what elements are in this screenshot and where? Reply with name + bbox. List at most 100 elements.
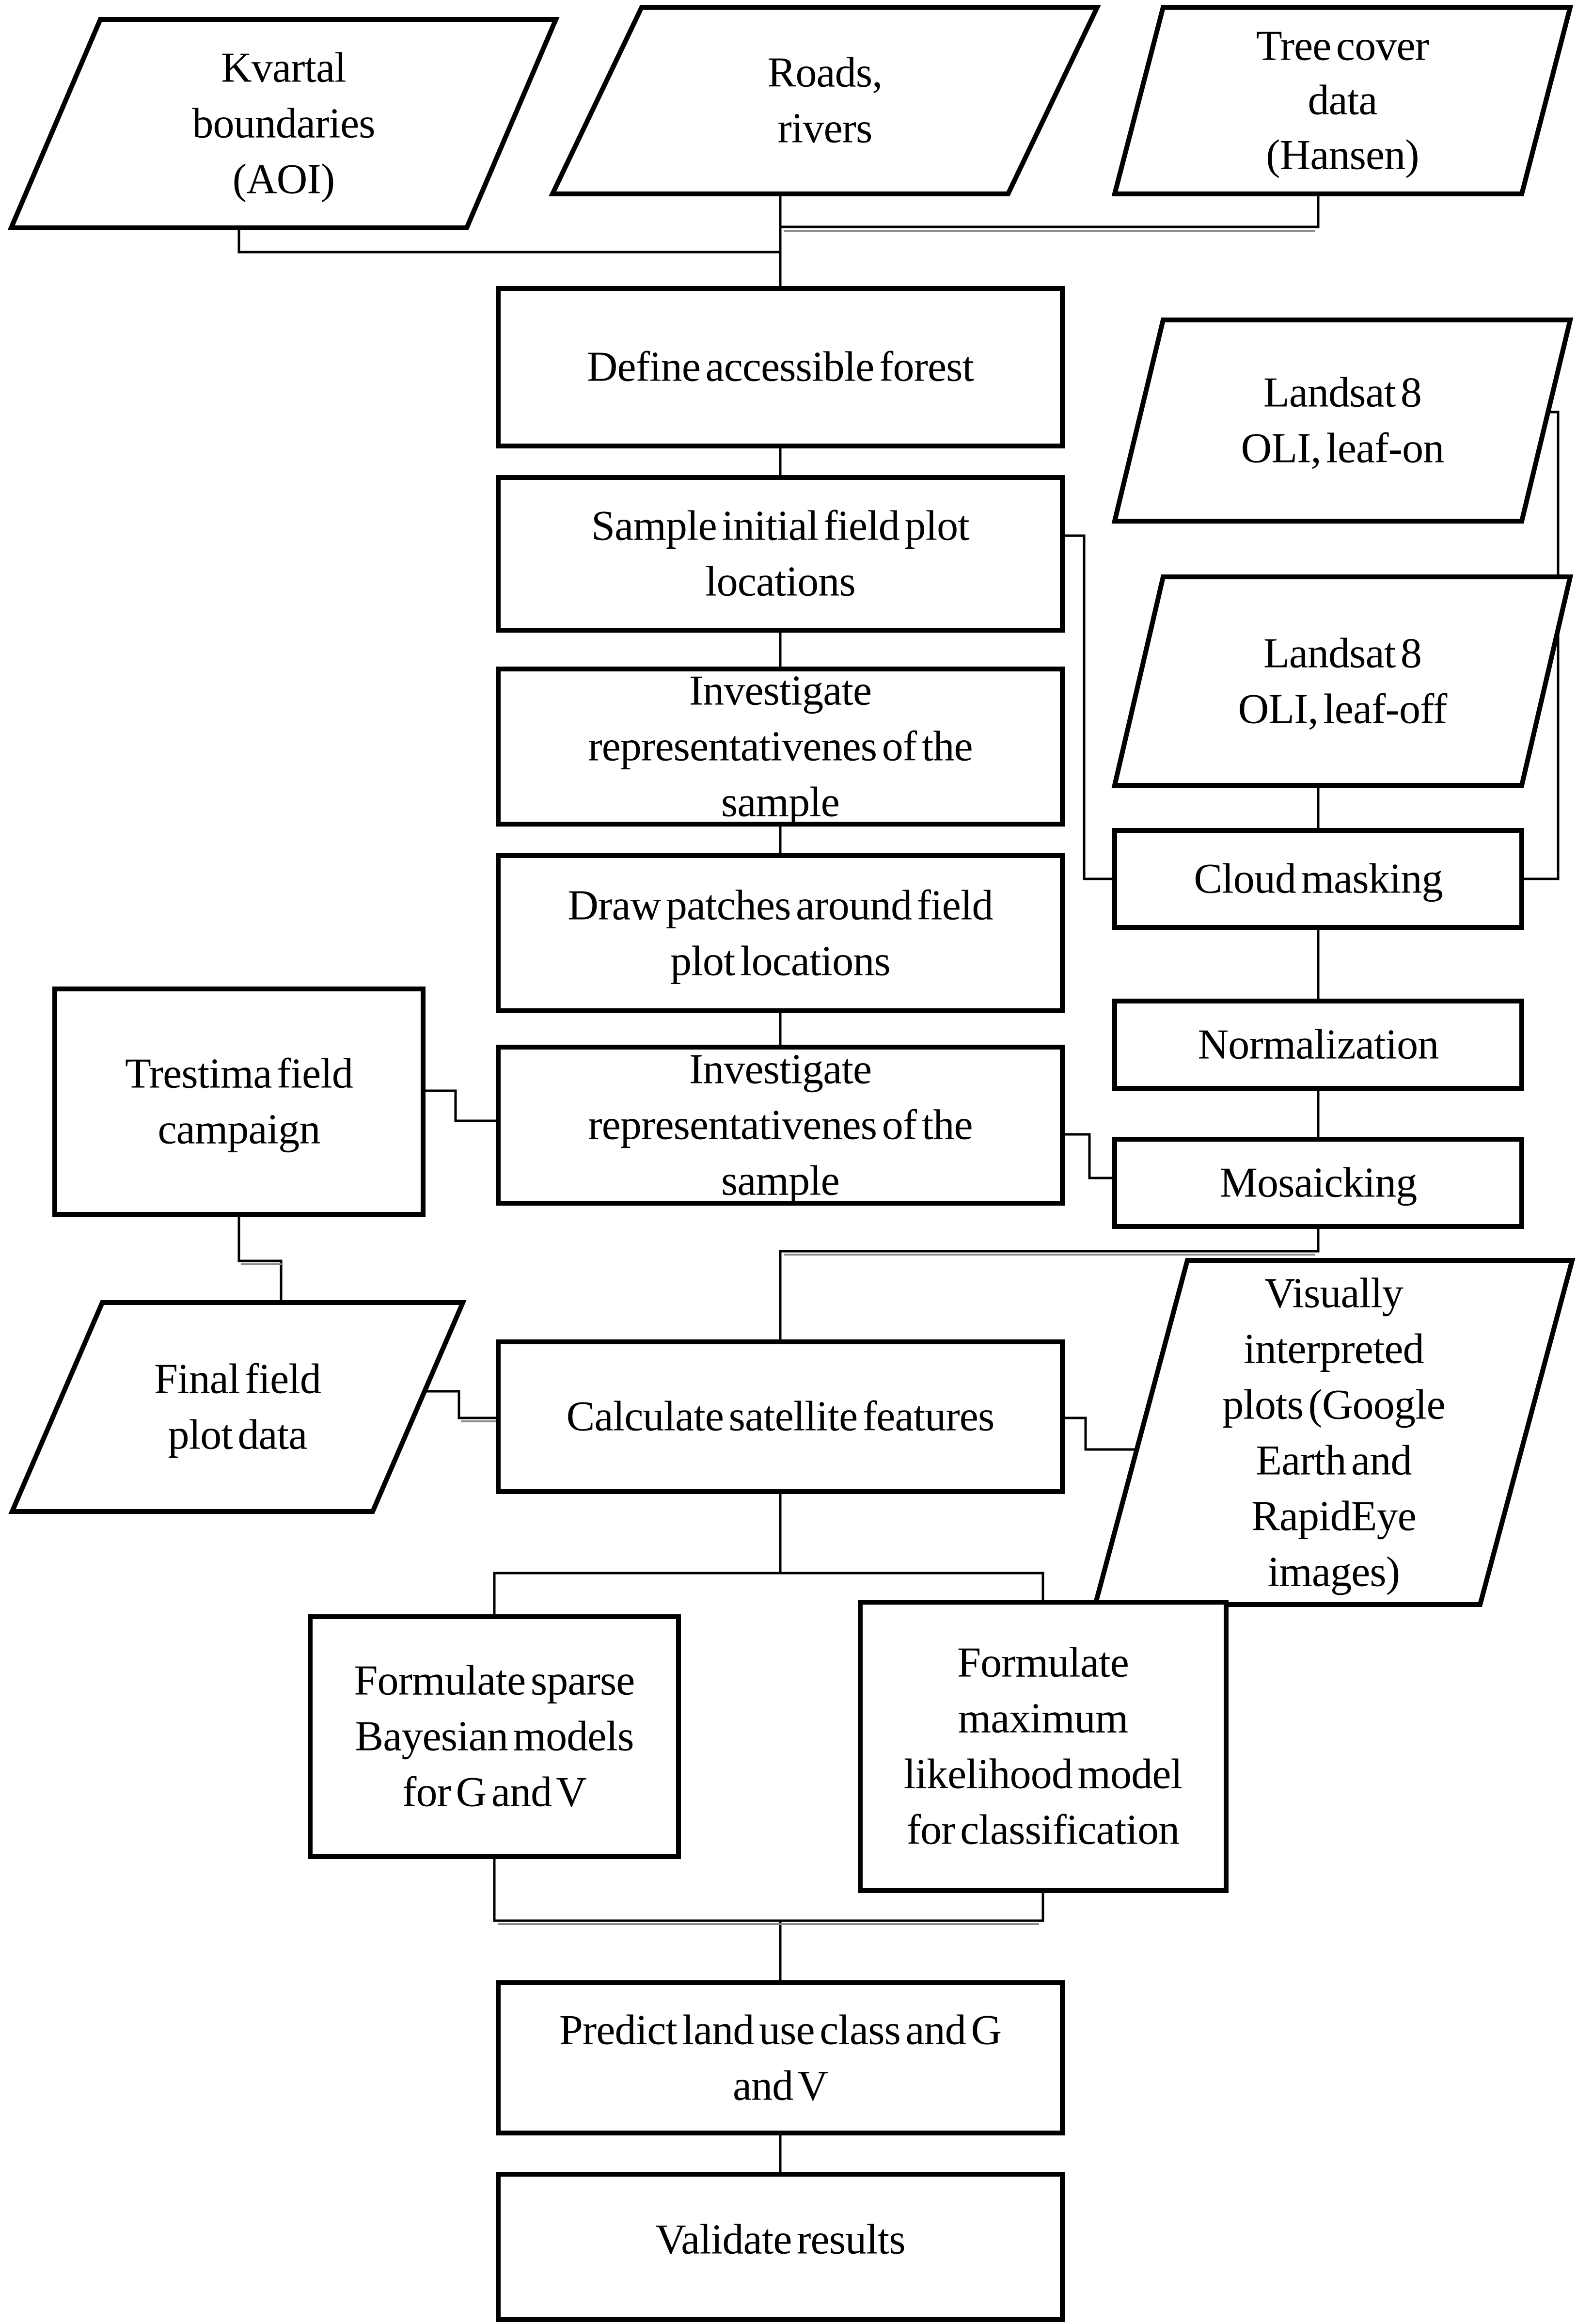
connector-investigate2-to-mosaicking (1062, 1133, 1115, 1179)
node-draw-patches: Draw patches around field plot locations (496, 853, 1065, 1013)
node-predict: Predict land use class and G and V (496, 1980, 1065, 2135)
formulate-bayesian-rect (308, 1614, 681, 1859)
node-tree-cover: Tree cover data (Hansen) (1111, 5, 1574, 196)
node-normalization: Normalization (1112, 999, 1524, 1091)
cloud-masking-label: Cloud masking (1194, 856, 1442, 903)
connector-sample-to-cloudmasking (1062, 534, 1115, 880)
normalization-label: Normalization (1198, 1021, 1439, 1068)
node-final-field-plot: Final field plot data (8, 1300, 467, 1514)
predict-label-line1: Predict land use class and G (559, 2007, 1001, 2054)
connector-kvartal-to-bus (237, 228, 780, 254)
formulate-bayesian-label-line2: Bayesian models (355, 1713, 633, 1760)
investigate2-rect (496, 1045, 1065, 1206)
sample-locations-label-line2: locations (705, 558, 855, 605)
landsat-leafon-parallelogram (1111, 318, 1574, 524)
formulate-max-likelihood-label-line1: Formulate (957, 1640, 1129, 1687)
node-mosaicking: Mosaicking (1112, 1137, 1524, 1229)
node-landsat-leaf-on: Landsat 8 OLI, leaf-on (1111, 318, 1574, 524)
formulate-max-likelihood-label-line4: for classification (907, 1807, 1180, 1854)
node-sample-locations: Sample initial field plot locations (496, 475, 1065, 633)
sample-locations-rect (496, 475, 1065, 633)
sample-locations-label-line1: Sample initial field plot (591, 503, 969, 550)
final-field-label-line1: Final field (154, 1356, 321, 1403)
kvartal-label-line3: (AOI) (233, 156, 335, 203)
connector-calculate-to-visually (1062, 1417, 1137, 1451)
formulate-bayesian-label-line1: Formulate sparse (354, 1657, 635, 1704)
connectors (237, 194, 1560, 2174)
node-roads-rivers: Roads, rivers (549, 5, 1101, 196)
connector-treecover-to-bus (780, 194, 1320, 228)
formulate-max-likelihood-label-line3: likelihood model (904, 1751, 1182, 1798)
kvartal-label-line2: boundaries (192, 100, 375, 147)
mosaicking-rect (1112, 1137, 1524, 1229)
treecover-label-line3: (Hansen) (1266, 132, 1419, 179)
calculate-features-rect (496, 1339, 1065, 1494)
trestima-label-line2: campaign (158, 1106, 320, 1153)
treecover-label-line1: Tree cover (1256, 23, 1429, 70)
node-investigate-1: Investigate representativenes of the sam… (496, 667, 1065, 827)
treecover-label-line2: data (1308, 77, 1377, 124)
formulate-max-likelihood-label-line2: maximum (958, 1695, 1128, 1742)
define-forest-rect (496, 286, 1065, 448)
connector-calculate-to-split (493, 1492, 1044, 1617)
trestima-label-line1: Trestima field (125, 1051, 353, 1098)
investigate2-label-line3: sample (721, 1158, 839, 1205)
connector-mosaicking-to-calculate (779, 1226, 1320, 1342)
draw-patches-label-line1: Draw patches around field (568, 882, 993, 929)
validate-label: Validate results (655, 2216, 905, 2263)
node-trestima: Trestima field campaign (52, 987, 426, 1217)
cloud-masking-rect (1112, 828, 1524, 930)
investigate1-label-line3: sample (721, 779, 839, 826)
investigate2-label-line1: Investigate (689, 1046, 871, 1093)
formulate-bayesian-label-line3: for G and V (402, 1769, 586, 1816)
roads-label-line2: rivers (777, 105, 872, 152)
connector-trestima-to-investigate2 (423, 1089, 498, 1122)
visually-interpreted-parallelogram (1092, 1258, 1576, 1607)
visually-interpreted-label-line6: images) (1268, 1549, 1400, 1596)
visually-interpreted-label-line3: plots (Google (1222, 1382, 1445, 1429)
kvartal-parallelogram (7, 17, 560, 230)
connector-leafon-to-cloudmasking (1522, 411, 1560, 880)
formulate-max-likelihood-rect (858, 1600, 1229, 1893)
node-calculate-features: Calculate satellite features (496, 1339, 1065, 1494)
node-visually-interpreted: Visually interpreted plots (Google Earth… (1092, 1258, 1576, 1607)
landsat-leafoff-label-line1: Landsat 8 (1263, 630, 1421, 677)
connector-finalfield-to-calculate (425, 1390, 498, 1419)
visually-interpreted-label-line4: Earth and (1256, 1437, 1411, 1484)
roads-parallelogram (549, 5, 1101, 196)
final-field-parallelogram (8, 1300, 467, 1514)
landsat-leafoff-parallelogram (1111, 574, 1574, 788)
connector-formulate-merge (493, 1857, 1044, 1983)
node-validate: Validate results (496, 2172, 1065, 2322)
treecover-parallelogram (1111, 5, 1574, 196)
visually-interpreted-label-line2: interpreted (1244, 1326, 1423, 1373)
predict-label-line2: and V (733, 2063, 828, 2110)
landsat-leafon-label-line2: OLI, leaf-on (1241, 425, 1444, 472)
node-define-forest: Define accessible forest (496, 286, 1065, 448)
validate-rect (496, 2172, 1065, 2322)
visually-interpreted-label-line5: RapidEye (1251, 1493, 1416, 1540)
node-formulate-bayesian: Formulate sparse Bayesian models for G a… (308, 1614, 681, 1859)
visually-interpreted-label-line1: Visually (1264, 1270, 1404, 1317)
predict-rect (496, 1980, 1065, 2135)
connector-trestima-to-finalfield (237, 1214, 283, 1303)
draw-patches-label-line2: plot locations (670, 938, 890, 985)
node-kvartal-boundaries: Kvartal boundaries (AOI) (7, 17, 560, 230)
roads-label-line1: Roads, (768, 49, 883, 96)
trestima-rect (52, 987, 426, 1217)
node-cloud-masking: Cloud masking (1112, 828, 1524, 930)
draw-patches-rect (496, 853, 1065, 1013)
landsat-leafon-label-line1: Landsat 8 (1263, 369, 1421, 416)
landsat-leafoff-label-line2: OLI, leaf-off (1238, 686, 1448, 733)
node-investigate-2: Investigate representativenes of the sam… (496, 1045, 1065, 1206)
kvartal-label-line1: Kvartal (221, 45, 346, 92)
investigate1-label-line2: representativenes of the (588, 723, 972, 770)
investigate1-label-line1: Investigate (689, 668, 871, 715)
nodes: Kvartal boundaries (AOI) Roads, rivers T… (7, 5, 1576, 2322)
investigate2-label-line2: representativenes of the (588, 1102, 972, 1149)
normalization-rect (1112, 999, 1524, 1091)
define-forest-label: Define accessible forest (587, 344, 974, 391)
investigate1-rect (496, 667, 1065, 827)
